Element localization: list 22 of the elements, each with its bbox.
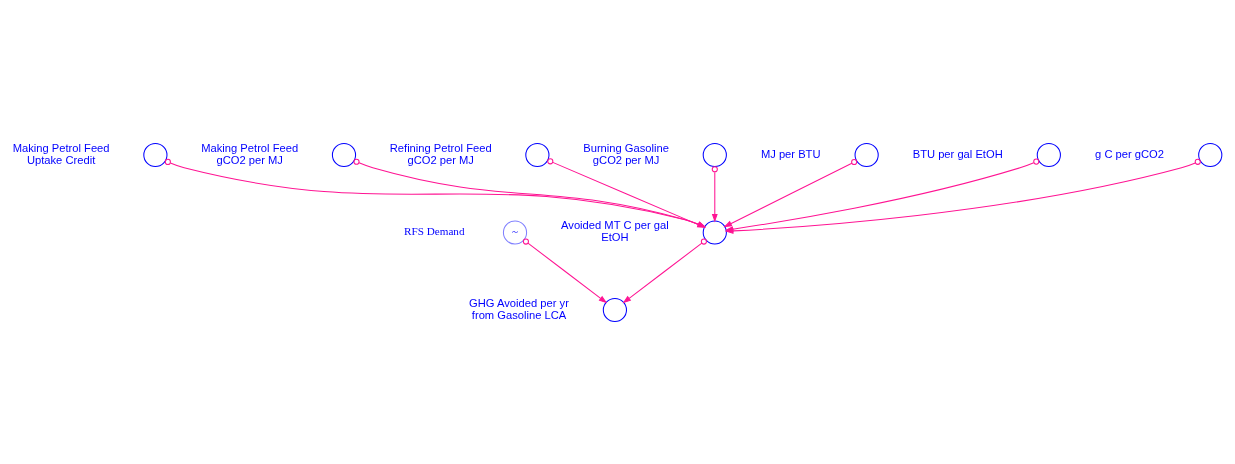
arrow — [711, 165, 718, 222]
node-circle — [854, 142, 879, 167]
node-circle — [143, 142, 168, 167]
node-label: BTU per gal EtOH — [912, 147, 1003, 160]
node-circle — [331, 142, 357, 167]
node-circle — [602, 297, 627, 322]
node-label: GHG Avoided per yr from Gasoline LCA — [469, 296, 569, 321]
node-label: Burning Gasoline gCO2 per MJ — [583, 141, 669, 166]
node-circle — [702, 142, 727, 167]
arrow — [522, 238, 608, 303]
node-circle — [1198, 142, 1223, 167]
arrow — [622, 238, 707, 303]
node-label: Avoided MT C per gal EtOH — [561, 218, 669, 243]
node-label: RFS Demand — [404, 224, 465, 237]
node-label: Making Petrol Feed gCO2 per MJ — [201, 141, 299, 166]
node-label: Refining Petrol Feed gCO2 per MJ — [389, 141, 492, 166]
node-label: Making Petrol Feed Uptake Credit — [12, 141, 110, 166]
node-circle — [525, 142, 550, 167]
arrow — [723, 158, 858, 227]
node-label: MJ per BTU — [760, 147, 821, 160]
node-label: g C per gCO2 — [1095, 147, 1165, 160]
node-circle — [1036, 142, 1061, 167]
